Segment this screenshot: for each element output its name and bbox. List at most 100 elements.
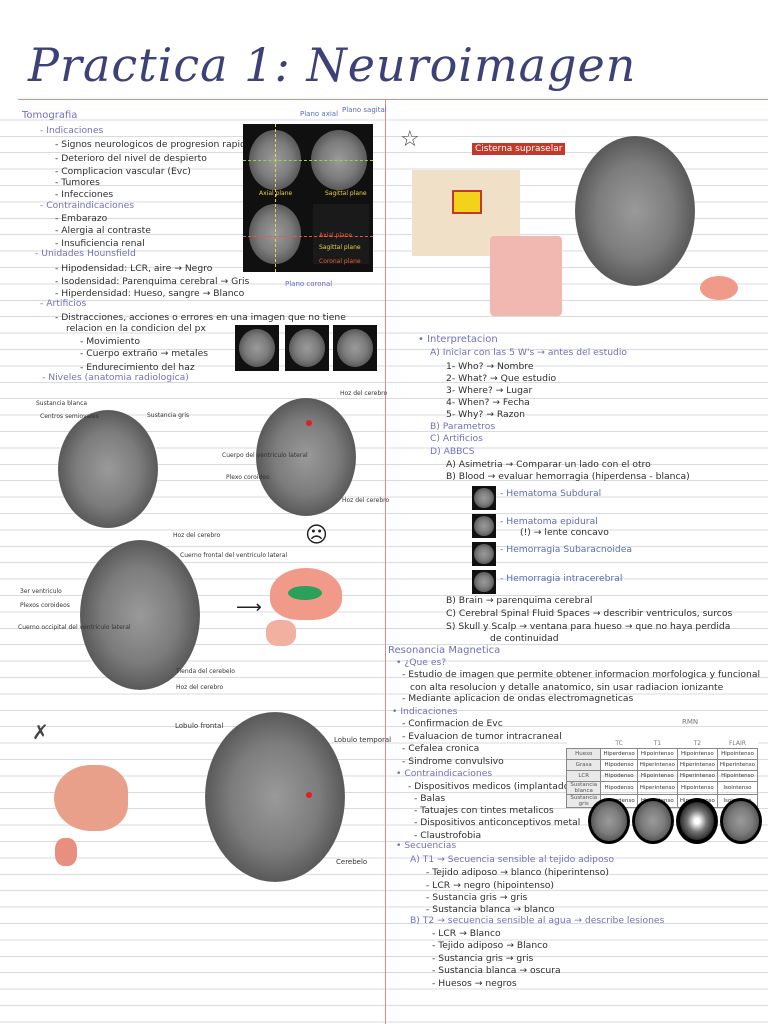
t1-heading: A) T1 → Secuencia sensible al tejido adi… [410, 854, 615, 865]
artifact-thumbnail [333, 325, 377, 371]
hemorragia-item: - Hemorragia intracerebral [500, 573, 623, 584]
section-resonancia: Resonancia Magnetica [388, 645, 501, 656]
brain-item: B) Brain → parenquima cerebral [446, 595, 593, 606]
hounsfield-item: - Hiperdensidad: Hueso, sangre → Blanco [55, 288, 245, 299]
skull-item: S) Skull y Scalp → ventana para hueso → … [446, 621, 731, 632]
artificio-item: - Cuerpo extraño → metales [80, 348, 209, 359]
contra-item: - Insuficiencia renal [55, 238, 145, 249]
csf-item: C) Cerebral Spinal Fluid Spaces → descri… [446, 608, 733, 619]
contra-item: - Embarazo [55, 213, 108, 224]
cross-doodle: ✗ [32, 720, 49, 744]
t1-item: - Sustancia gris → gris [426, 892, 528, 903]
contraindicaciones-heading: - Contraindicaciones [40, 200, 135, 211]
mri-thumbnail-flair [720, 798, 762, 844]
anatomy-label: Cuerno frontal del ventriculo lateral [180, 552, 288, 559]
hounsfield-item: - Isodensidad: Parenquima cerebral → Gri… [55, 276, 250, 287]
interpretacion-a: A) Iniciar con las 5 W's → antes del est… [430, 347, 628, 358]
indicacion-item: - Infecciones [55, 189, 114, 200]
hemorragia-item: - Hematoma Subdural [500, 488, 602, 499]
mri-thumbnail-tc [588, 798, 630, 844]
rm-indicacion: - Cefalea cronica [402, 743, 480, 754]
anatomy-label: Cuerno occipital del ventriculo lateral [18, 624, 131, 631]
sad-face-doodle: ☹ [305, 523, 328, 548]
anatomy-label: 3er ventriculo [20, 588, 62, 595]
blood: B) Blood → evaluar hemorragia (hiperdens… [446, 471, 690, 482]
rm-indicacion: - Sindrome convulsivo [402, 756, 504, 767]
t2-item: - LCR → Blanco [432, 928, 501, 939]
indicaciones-heading: - Indicaciones [40, 125, 104, 136]
brain-ct-axial-cisterna [575, 136, 695, 286]
anatomy-label: Hoz del cerebro [342, 497, 390, 504]
hounsfield-item: - Hipodensidad: LCR, aire → Negro [55, 263, 213, 274]
hemorrhage-thumbnail [472, 570, 496, 594]
artificios-text: - Distracciones, acciones o errores en u… [55, 312, 346, 323]
hemorrhage-thumbnail [472, 542, 496, 566]
secuencias-heading: • Secuencias [396, 840, 457, 851]
contra-item: - Alergia al contraste [55, 225, 151, 236]
margin-line-horizontal [18, 99, 768, 100]
brain-mini-illustration [700, 276, 738, 300]
hemorragia-item: - Hemorragia Subaracnoidea [500, 544, 633, 555]
rm-contra: - Balas [414, 793, 446, 804]
t1-item: - Tejido adiposo → blanco (hiperintenso) [426, 867, 609, 878]
anatomy-label: Tienda del cerebelo [176, 668, 235, 675]
anatomy-label: Plexo coroideo [226, 474, 270, 481]
rm-contra: - Dispositivos anticonceptivos metal [414, 817, 581, 828]
anatomy-label: Hoz del cerebro [340, 390, 388, 397]
arrow-doodle: ⟶ [236, 597, 262, 618]
t2-item: - Huesos → negros [432, 978, 517, 989]
anatomy-label: Hoz del cerebro [173, 532, 221, 539]
ws-item: 4- When? → Fecha [446, 397, 530, 408]
rm-indicacion: - Evaluacion de tumor intracraneal [402, 731, 562, 742]
anatomy-label: Cerebelo [336, 858, 368, 866]
rmn-title: RMN [682, 718, 699, 726]
anatomy-label: Sustancia blanca [36, 400, 88, 407]
hounsfield-heading: - Unidades Hounsfield [35, 248, 136, 259]
brain-ct-slice-2 [256, 398, 356, 516]
ws-item: 1- Who? → Nombre [446, 361, 534, 372]
artifact-thumbnail [285, 325, 329, 371]
t1-item: - Sustancia blanca → blanco [426, 904, 555, 915]
brain-ct-slice-4 [205, 712, 345, 882]
label-plano-axial: Plano axial [300, 110, 339, 118]
t2-item: - Sustancia gris → gris [432, 953, 534, 964]
ct-planes-image: Axial plane Sagittal plane Axial plane S… [243, 124, 373, 272]
hemorrhage-thumbnail [472, 486, 496, 510]
cisterna-label: Cisterna supraselar [472, 143, 566, 155]
anatomy-label: Lobulo temporal [334, 736, 392, 744]
anatomy-label: Lobulo frontal [175, 722, 224, 730]
artificios-text: relacion en la condicion del px [66, 323, 206, 334]
page-header-area [0, 0, 768, 100]
rm-def: - Estudio de imagen que permite obtener … [402, 669, 761, 680]
artifact-thumbnail [235, 325, 279, 371]
sagittal-brain-illustration [490, 236, 562, 316]
skull-item: de continuidad [490, 633, 559, 644]
interpretacion-c: C) Artificios [430, 433, 483, 444]
ws-item: 3- Where? → Lugar [446, 385, 533, 396]
t2-heading: B) T2 → secuencia sensible al agua → des… [410, 915, 665, 926]
page-title: Practica 1: Neuroimagen [28, 38, 637, 92]
ws-item: 2- What? → Que estudio [446, 373, 557, 384]
artificio-item: - Movimiento [80, 336, 140, 347]
brain-ct-slice-3 [80, 540, 200, 690]
star-doodle: ☆ [400, 127, 420, 152]
artificio-item: - Endurecimiento del haz [80, 362, 195, 373]
t2-item: - Sustancia blanca → oscura [432, 965, 561, 976]
section-tomografia: Tomografia [22, 110, 78, 121]
lente-concavo: (!) → lente concavo [520, 527, 609, 538]
margin-line-vertical [385, 99, 386, 1024]
indicacion-item: - Tumores [55, 177, 100, 188]
rm-indicacion: - Confirmacion de Evc [402, 718, 503, 729]
anatomy-label: Cuerpo del ventriculo lateral [222, 452, 308, 459]
brain-illustration [270, 568, 342, 620]
indicacion-item: - Complicacion vascular (Evc) [55, 166, 191, 177]
rm-contra: - Tatuajes con tintes metalicos [414, 805, 554, 816]
indicacion-item: - Deterioro del nivel de despierto [55, 153, 207, 164]
face-illustration [55, 838, 77, 866]
hemorragia-item: - Hematoma epidural [500, 516, 598, 527]
asimetria: A) Asimetria → Comparar un lado con el o… [446, 459, 651, 470]
rm-def: con alta resolucion y detalle anatomico,… [410, 682, 724, 693]
